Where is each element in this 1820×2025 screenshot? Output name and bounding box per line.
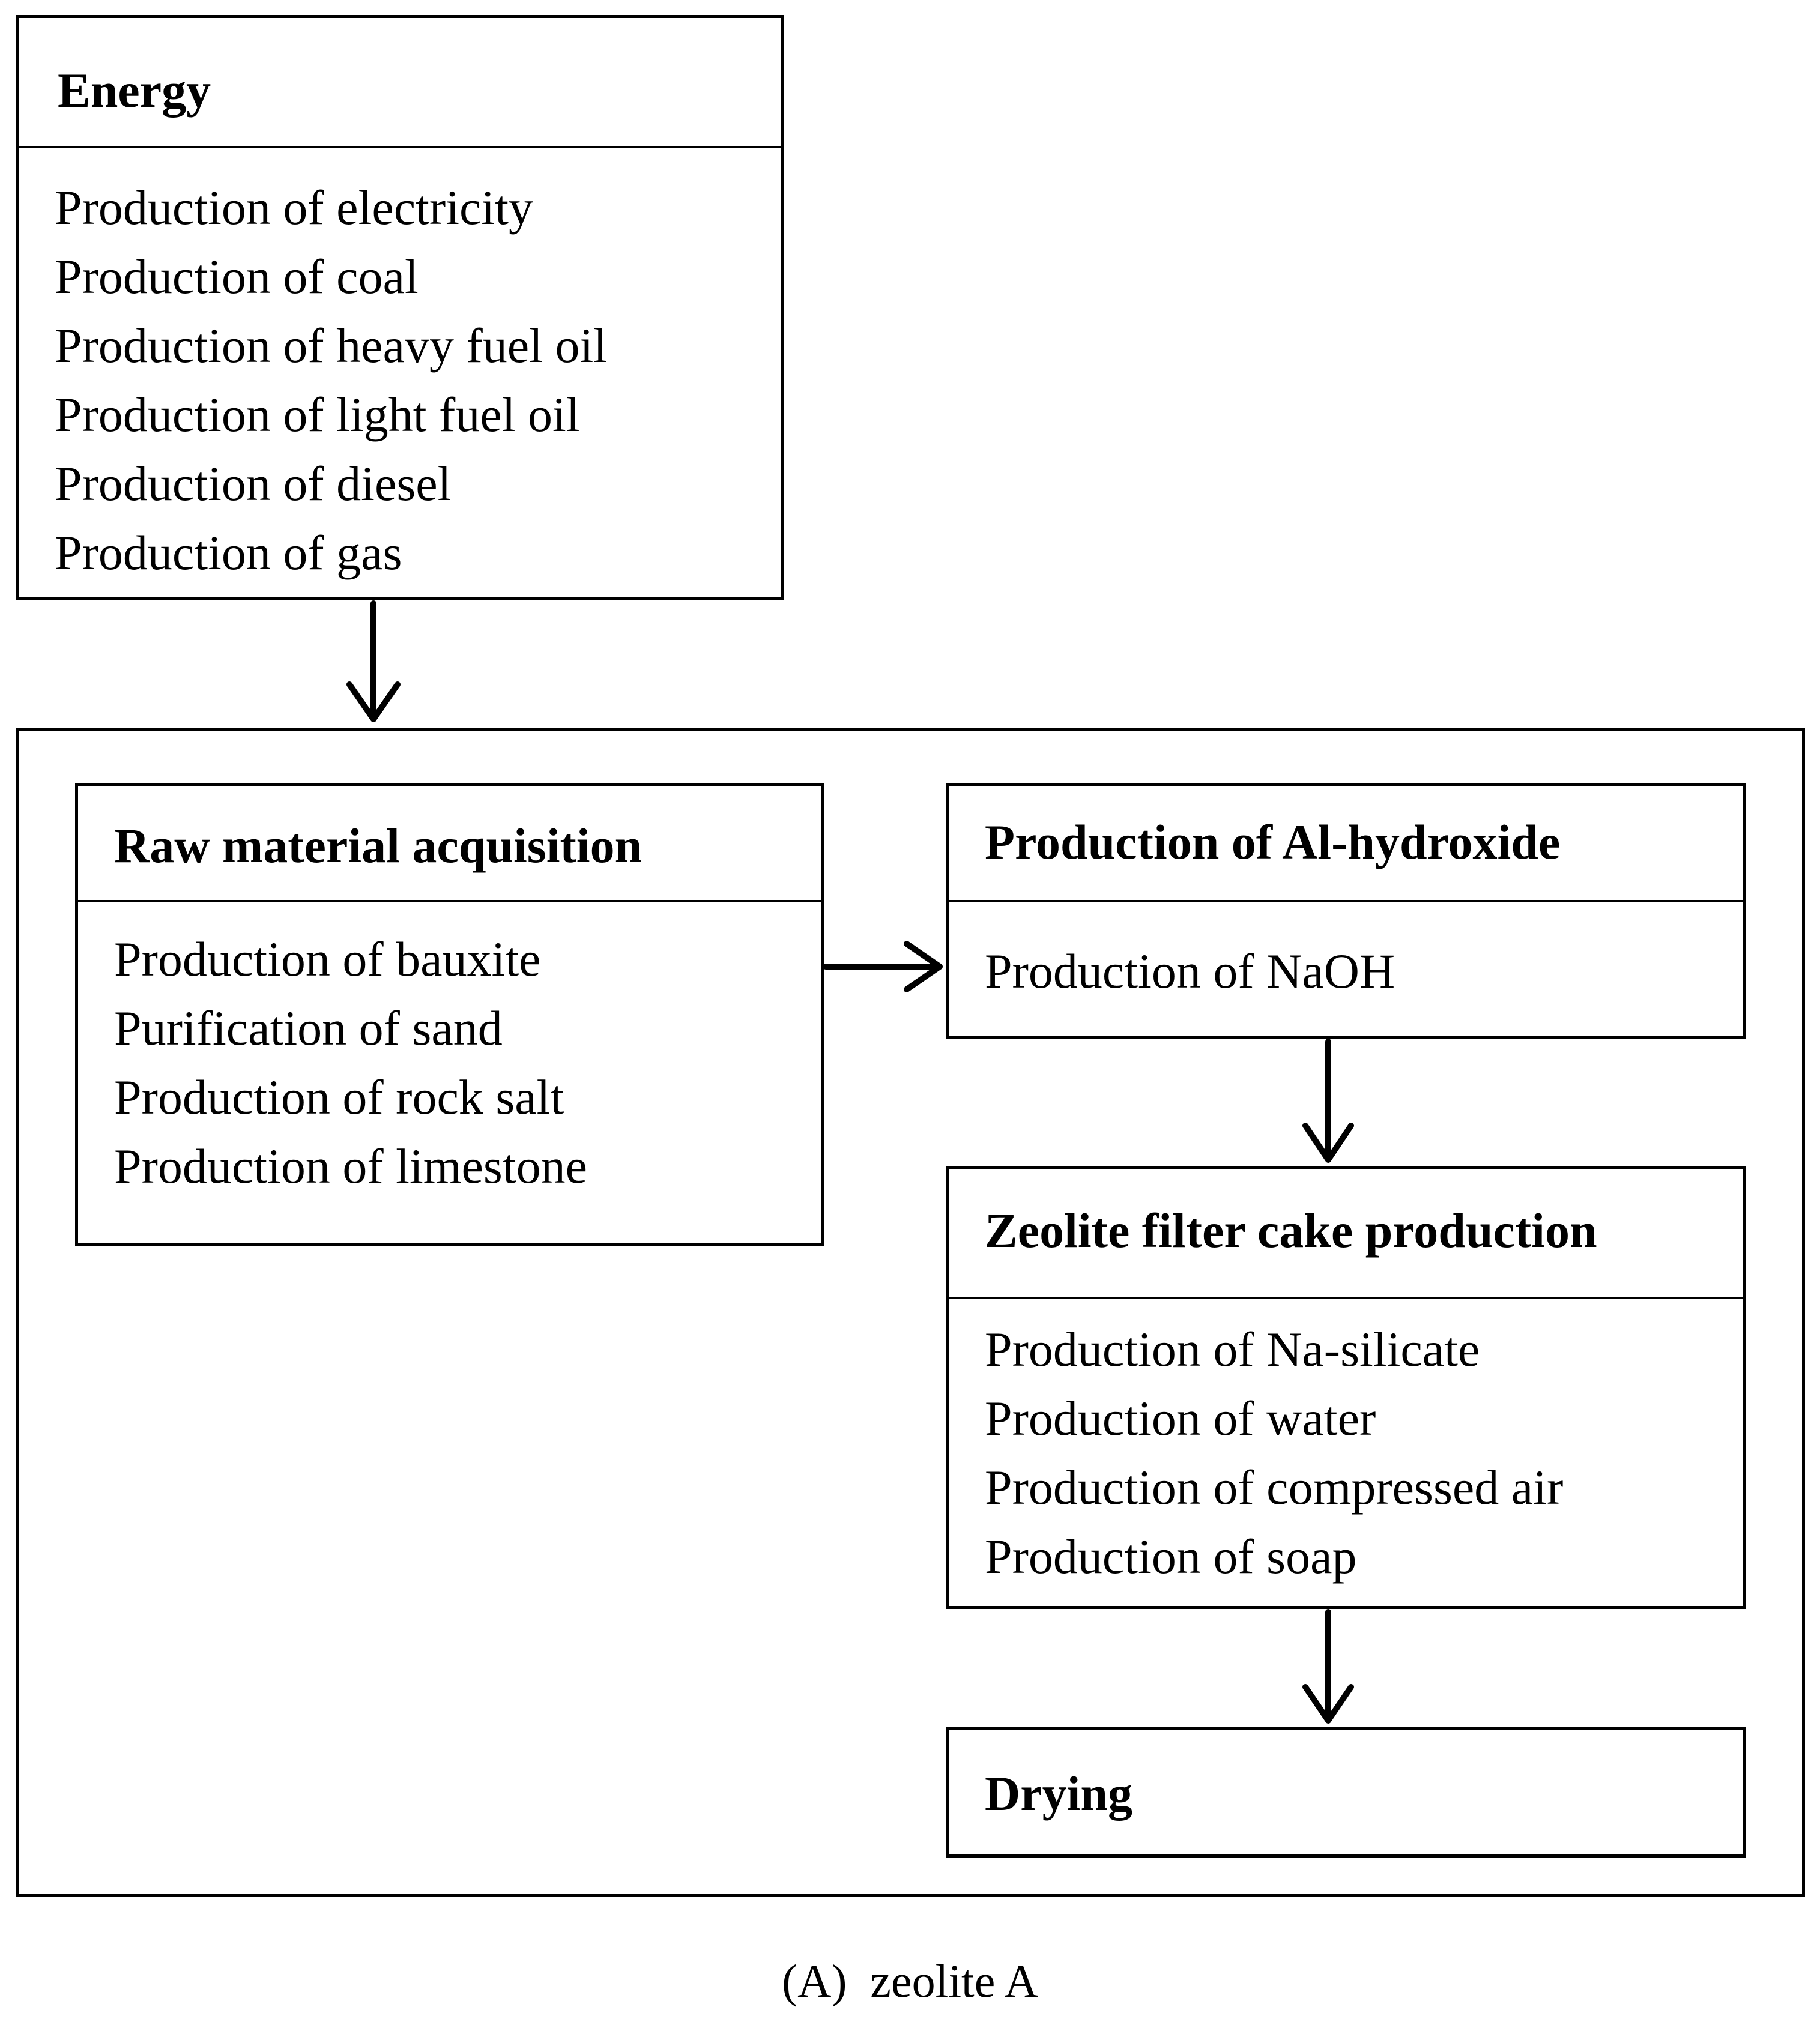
figure-caption: (A) zeolite A: [782, 1955, 1038, 2007]
energy-item: Production of light fuel oil: [55, 387, 580, 442]
arrow-raw-to-al-hydroxide: [823, 941, 943, 992]
zeolite-cake-item: Production of Na-silicate: [985, 1322, 1480, 1377]
drying-title: Drying: [985, 1766, 1132, 1821]
energy-item: Production of gas: [55, 525, 402, 580]
al-hydroxide-item: Production of NaOH: [985, 944, 1395, 998]
al-hydroxide-title: Production of Al-hydroxide: [985, 815, 1561, 869]
raw-material-item: Production of rock salt: [114, 1070, 564, 1124]
raw-material-box: Raw material acquisition Production of b…: [75, 783, 824, 1246]
raw-material-item-list: Production of bauxite Purification of sa…: [114, 925, 587, 1201]
raw-material-header: Raw material acquisition: [78, 786, 821, 902]
raw-material-item: Production of bauxite: [114, 932, 541, 986]
arrow-al-hydroxide-to-zeolite: [1302, 1039, 1354, 1163]
energy-item-list: Production of electricity Production of …: [55, 173, 607, 587]
energy-title: Energy: [58, 63, 211, 118]
raw-material-item: Production of limestone: [114, 1139, 588, 1194]
al-hydroxide-item-list: Production of NaOH: [985, 937, 1395, 1006]
energy-header: Energy: [19, 18, 781, 148]
arrow-zeolite-to-drying: [1302, 1609, 1354, 1724]
raw-material-item: Purification of sand: [114, 1001, 503, 1055]
zeolite-cake-item-list: Production of Na-silicate Production of …: [985, 1315, 1563, 1591]
zeolite-cake-item: Production of compressed air: [985, 1460, 1564, 1515]
arrow-energy-to-process: [346, 600, 401, 722]
zeolite-cake-title: Zeolite filter cake production: [985, 1203, 1597, 1258]
zeolite-cake-box: Zeolite filter cake production Productio…: [946, 1166, 1746, 1609]
al-hydroxide-box: Production of Al-hydroxide Production of…: [946, 783, 1746, 1039]
energy-box: Energy Production of electricity Product…: [16, 15, 784, 600]
al-hydroxide-header: Production of Al-hydroxide: [949, 786, 1743, 902]
drying-box: Drying: [946, 1727, 1746, 1858]
zeolite-cake-item: Production of soap: [985, 1529, 1357, 1584]
zeolite-cake-header: Zeolite filter cake production: [949, 1169, 1743, 1299]
zeolite-cake-item: Production of water: [985, 1391, 1376, 1446]
energy-item: Production of diesel: [55, 456, 452, 511]
raw-material-title: Raw material acquisition: [114, 818, 642, 873]
energy-item: Production of electricity: [55, 180, 533, 235]
energy-item: Production of coal: [55, 249, 419, 304]
energy-item: Production of heavy fuel oil: [55, 318, 608, 373]
